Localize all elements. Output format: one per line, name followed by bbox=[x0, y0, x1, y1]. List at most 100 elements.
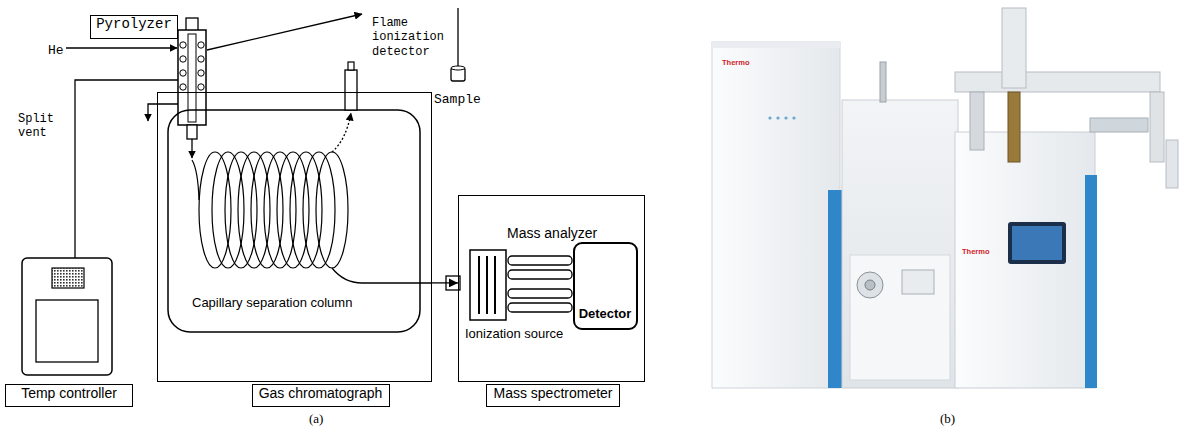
controller-screen bbox=[52, 268, 84, 288]
interface-unit bbox=[842, 100, 958, 388]
column-coil bbox=[264, 152, 296, 268]
column-inlet bbox=[192, 160, 199, 200]
text-slot: Flame ionization detector bbox=[372, 16, 456, 59]
vent-label: Split vent bbox=[18, 112, 64, 141]
status-led bbox=[776, 116, 779, 119]
autosampler-tower bbox=[1002, 8, 1026, 88]
brand-logo: Thermo bbox=[722, 58, 750, 67]
side-module bbox=[1166, 140, 1178, 188]
pyrolyzer-channel bbox=[188, 34, 196, 122]
text-slot: (a) bbox=[309, 409, 323, 427]
detector-callout: Flame ionization detector bbox=[372, 16, 456, 59]
pyrolyzer-label: Pyrolyzer bbox=[96, 16, 172, 32]
brand-logo: Thermo bbox=[962, 247, 990, 256]
text-slot: Thermo bbox=[722, 51, 750, 69]
screen-display bbox=[1012, 226, 1062, 260]
front-panel bbox=[850, 255, 950, 380]
column-coil bbox=[303, 152, 335, 268]
gc-unit bbox=[955, 132, 1095, 388]
blue-trim bbox=[1085, 175, 1097, 388]
module-port bbox=[902, 270, 934, 294]
section-label: Gas chromatograph bbox=[259, 385, 383, 401]
section-label: Mass spectrometer bbox=[493, 385, 612, 401]
valve bbox=[857, 272, 883, 298]
quadrupole-rod bbox=[508, 289, 572, 298]
text-slot: Detector bbox=[579, 304, 632, 322]
injector bbox=[187, 125, 197, 139]
sample-label: Sample bbox=[434, 92, 481, 107]
text-slot: Split vent bbox=[18, 112, 64, 141]
sample-syringe bbox=[1008, 92, 1020, 162]
ion-source bbox=[470, 250, 506, 320]
fid-tip bbox=[348, 62, 354, 70]
text-slot: He bbox=[48, 40, 64, 58]
fid-body bbox=[345, 70, 357, 110]
gas-chromatograph-box: Capillary separation column bbox=[157, 92, 432, 382]
panel-label: (b) bbox=[940, 411, 955, 427]
heater-coil bbox=[180, 70, 186, 76]
column-coil bbox=[290, 152, 322, 268]
injector-head bbox=[970, 92, 984, 150]
sample-cup-rim bbox=[451, 66, 465, 70]
text-slot: Gas chromatograph bbox=[253, 385, 389, 401]
text-slot: Capillary separation column bbox=[192, 293, 352, 311]
heater-coil bbox=[180, 56, 186, 62]
section-label-box: Gas chromatograph bbox=[252, 384, 390, 407]
autosampler-rail bbox=[955, 72, 1160, 92]
orbitrap-unit bbox=[712, 42, 840, 388]
column-coil bbox=[199, 152, 231, 268]
controller-wire bbox=[75, 80, 178, 258]
quadrupole-rod bbox=[508, 270, 572, 279]
status-led bbox=[792, 116, 795, 119]
blue-trim bbox=[828, 190, 842, 388]
touch-screen bbox=[1008, 222, 1066, 264]
column-label: Capillary separation column bbox=[192, 295, 352, 310]
detector-box: Detector bbox=[573, 242, 638, 330]
autosampler-arm bbox=[1150, 92, 1164, 162]
quadrupole-rod bbox=[508, 256, 572, 265]
ion-lens bbox=[486, 256, 488, 314]
heater-coil bbox=[198, 42, 204, 48]
column-coil bbox=[277, 152, 309, 268]
panel-label: (a) bbox=[309, 411, 323, 427]
pyrolyzer-cap bbox=[186, 18, 198, 31]
column-coil bbox=[251, 152, 283, 268]
controller-body bbox=[22, 258, 112, 375]
flow-connector bbox=[432, 282, 458, 283]
mass-spectrometer-box: Mass analyzerIonization source Detector bbox=[458, 195, 645, 382]
injector-arrow bbox=[191, 139, 192, 158]
gas-label: He bbox=[48, 43, 64, 58]
text-slot: Mass analyzer bbox=[507, 224, 597, 242]
heater-coil bbox=[180, 84, 186, 90]
probe bbox=[880, 62, 886, 102]
helium-inlet-arrow bbox=[66, 47, 177, 48]
sample-tray bbox=[1090, 118, 1148, 132]
text-slot: Temp controller bbox=[6, 385, 132, 401]
section-label: Temp controller bbox=[21, 385, 117, 401]
ms-part-label: Mass analyzer bbox=[507, 225, 597, 241]
valve-hub bbox=[865, 280, 875, 290]
pyrolyzer-label-box: Pyrolyzer bbox=[90, 15, 178, 39]
text-slot: Thermo bbox=[962, 240, 990, 258]
controller-panel bbox=[36, 300, 98, 362]
unit-top bbox=[712, 42, 840, 48]
column-coil bbox=[316, 152, 348, 268]
text-slot: Ionization source bbox=[465, 326, 537, 342]
heater-coil bbox=[198, 84, 204, 90]
heater-coil bbox=[198, 70, 204, 76]
text-slot: Sample bbox=[434, 89, 481, 107]
section-label-box: Mass spectrometer bbox=[486, 384, 620, 407]
text-slot: (b) bbox=[940, 409, 955, 427]
heater-coil bbox=[198, 56, 204, 62]
column-coil bbox=[225, 152, 257, 268]
status-led bbox=[768, 116, 771, 119]
text-slot: Pyrolyzer bbox=[91, 16, 177, 32]
heater-coil bbox=[180, 42, 186, 48]
fid-split-line bbox=[332, 113, 351, 152]
ion-lens bbox=[494, 256, 496, 314]
quadrupole-rod bbox=[508, 303, 572, 312]
column-coil bbox=[238, 152, 270, 268]
column-oven bbox=[168, 110, 420, 332]
